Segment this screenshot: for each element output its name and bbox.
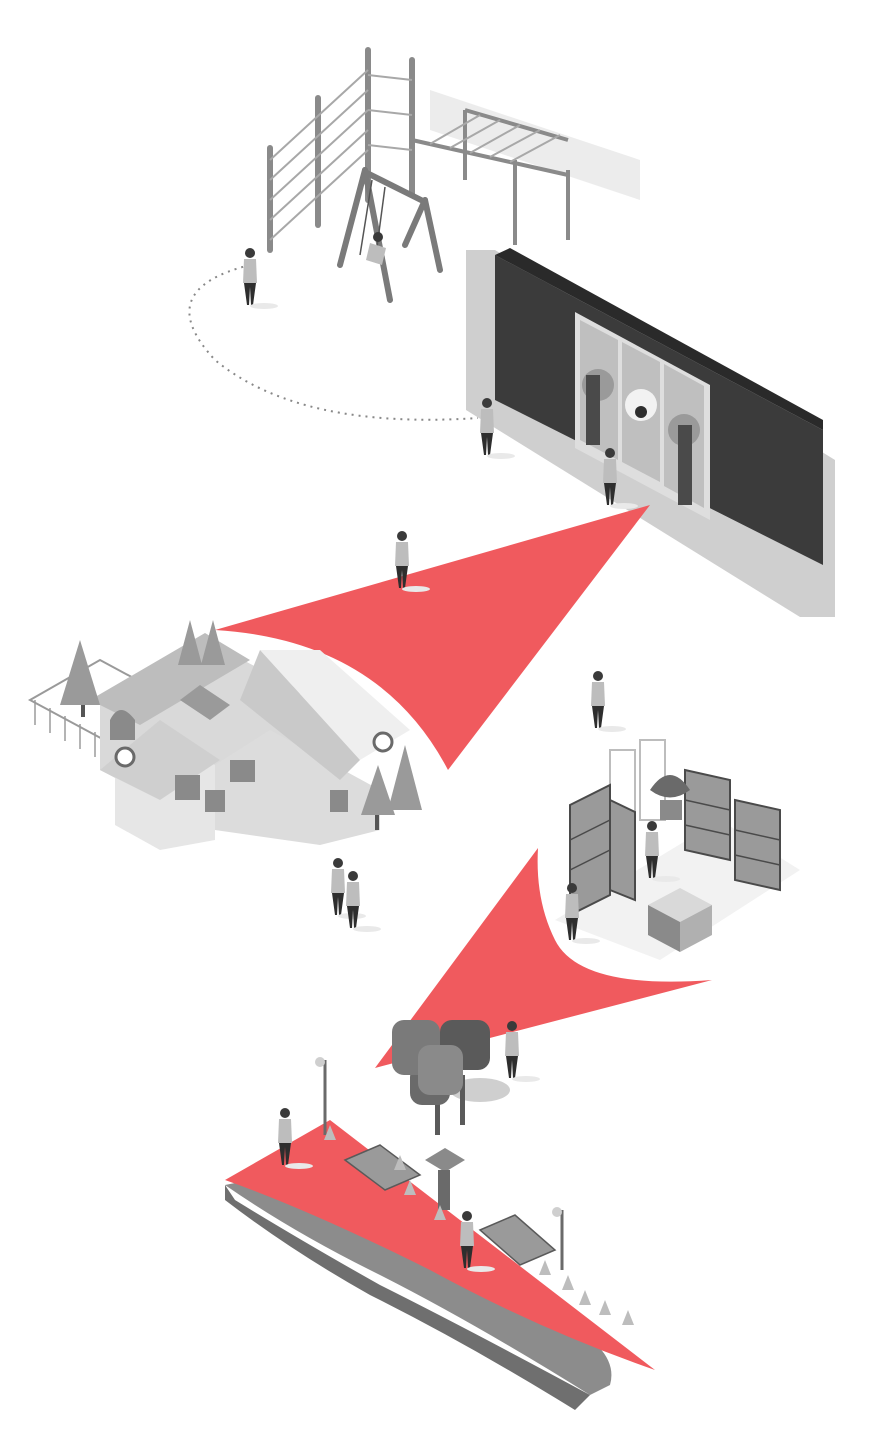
- swing-child: [359, 179, 386, 265]
- house-trees: [60, 620, 422, 830]
- person-standing: [243, 248, 278, 309]
- bookstore: [555, 739, 800, 960]
- climbing-frame-shadow: [430, 90, 640, 200]
- billboard-wall: [466, 248, 835, 617]
- view-cone-upper: [215, 505, 650, 770]
- round-window-2: [372, 731, 394, 753]
- dotted-path: [188, 264, 479, 421]
- riverbank: [225, 1172, 612, 1395]
- climbing-rungs: [269, 69, 413, 241]
- monkey-bar-rungs: [429, 114, 561, 163]
- park-promenade: [225, 1057, 655, 1410]
- playground: [188, 47, 640, 421]
- person-near-trees: [505, 1021, 540, 1082]
- person-couple-2: [346, 871, 381, 932]
- view-cone-bottom: [225, 1120, 655, 1370]
- view-cone-middle: [375, 848, 712, 1068]
- tree-cluster: [392, 1020, 510, 1135]
- shelf-lines: [569, 799, 781, 871]
- lamp-posts: [323, 1060, 564, 1270]
- house-windows: [175, 760, 348, 812]
- benches: [343, 1144, 557, 1266]
- potted-plant: [650, 775, 690, 820]
- house: [27, 620, 422, 850]
- poster-panels: [575, 312, 710, 520]
- book-table: [648, 888, 712, 952]
- monkey-bars: [411, 108, 570, 245]
- bollards: [324, 1125, 634, 1325]
- round-window-1: [114, 746, 136, 768]
- info-kiosk: [425, 1148, 465, 1210]
- shelves: [569, 768, 781, 917]
- swing-set: [337, 167, 443, 303]
- person-middle-right: [591, 671, 626, 732]
